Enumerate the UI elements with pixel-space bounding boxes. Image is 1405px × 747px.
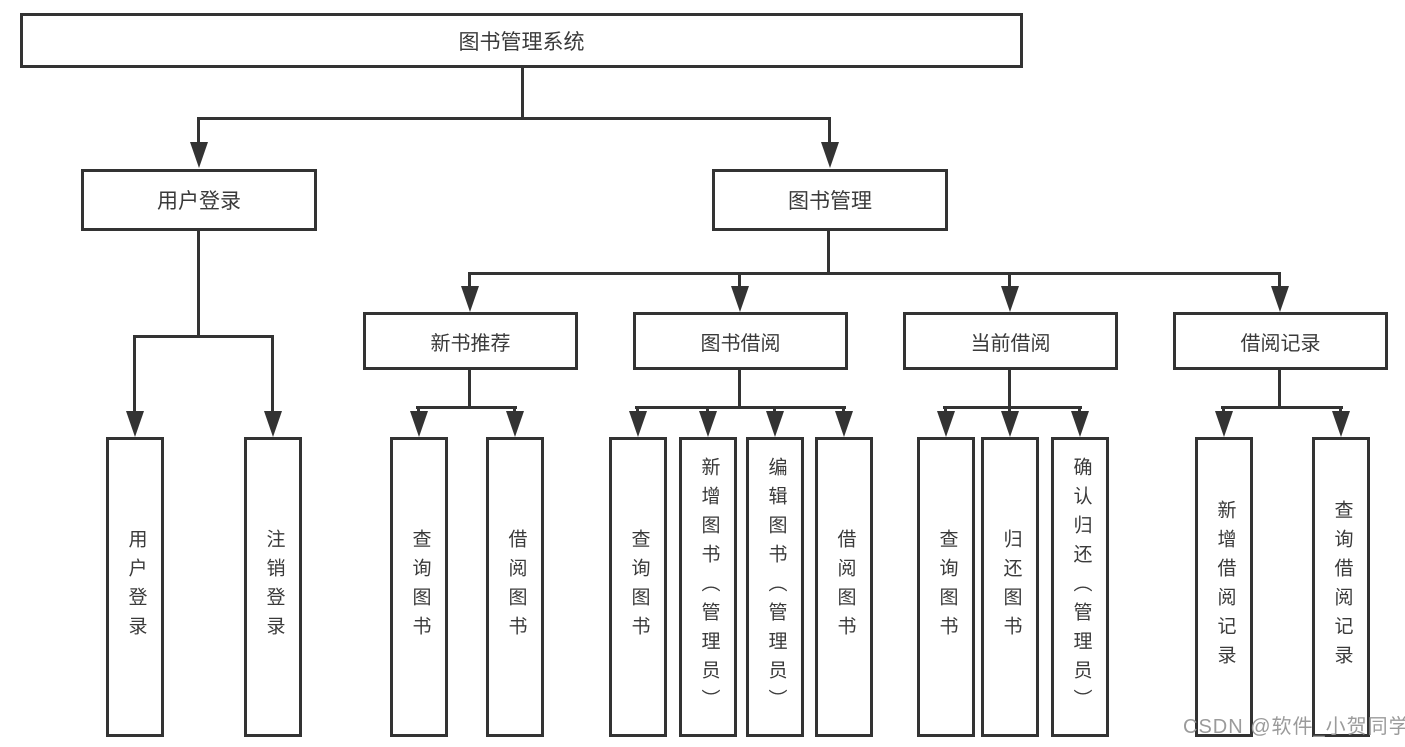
connector-line (828, 117, 831, 142)
arrowhead-icon (937, 411, 955, 437)
connector-line (416, 406, 517, 409)
node-borrowing-records: 借阅记录 (1173, 312, 1388, 370)
arrowhead-icon (1215, 411, 1233, 437)
node-label: 查询图书 (409, 529, 431, 645)
leaf-return-books: 归还图书 (981, 437, 1039, 737)
connector-line (842, 406, 845, 414)
leaf-query-books-current: 查询图书 (917, 437, 975, 737)
leaf-borrow-books-recommend: 借阅图书 (486, 437, 544, 737)
node-new-book-recommendation: 新书推荐 (363, 312, 578, 370)
node-label: 确认归还（管理员） (1070, 456, 1092, 718)
arrowhead-icon (410, 411, 428, 437)
connector-line (827, 231, 830, 272)
connector-line (468, 370, 471, 406)
connector-line (1221, 406, 1343, 409)
arrowhead-icon (1071, 411, 1089, 437)
connector-line (197, 117, 200, 142)
arrowhead-icon (506, 411, 524, 437)
leaf-query-books-borrow: 查询图书 (609, 437, 667, 737)
connector-line (133, 335, 136, 411)
node-label: 查询借阅记录 (1331, 500, 1353, 674)
node-user-login: 用户登录 (81, 169, 317, 231)
node-label: 借阅图书 (505, 529, 527, 645)
leaf-confirm-return-admin: 确认归还（管理员） (1051, 437, 1109, 737)
node-label: 用户登录 (125, 529, 147, 645)
node-label: 查询图书 (628, 529, 650, 645)
connector-line (197, 117, 831, 120)
node-label: 注销登录 (263, 529, 285, 645)
leaf-add-books-admin: 新增图书（管理员） (679, 437, 737, 737)
arrowhead-icon (1332, 411, 1350, 437)
watermark: CSDN @软件_小贺同学 (1183, 716, 1405, 738)
connector-line (635, 406, 846, 409)
node-label: 新书推荐 (430, 332, 511, 355)
node-root: 图书管理系统 (20, 13, 1023, 68)
node-label: 图书借阅 (700, 332, 781, 355)
connector-line (943, 406, 1082, 409)
connector-line (197, 231, 200, 335)
connector-line (1008, 370, 1011, 406)
arrowhead-icon (1001, 411, 1019, 437)
connector-line (636, 406, 639, 414)
arrowhead-icon (264, 411, 282, 437)
connector-line (738, 370, 741, 406)
connector-line (1339, 406, 1342, 414)
arrowhead-icon (126, 411, 144, 437)
node-label: 新增图书（管理员） (698, 456, 720, 718)
connector-line (773, 406, 776, 414)
node-label: 当前借阅 (970, 332, 1051, 355)
arrowhead-icon (1271, 286, 1289, 312)
connector-line (468, 272, 1281, 275)
leaf-query-borrow-record: 查询借阅记录 (1312, 437, 1370, 737)
node-label: 归还图书 (1000, 529, 1022, 645)
connector-line (521, 68, 524, 117)
arrowhead-icon (629, 411, 647, 437)
leaf-query-books-recommend: 查询图书 (390, 437, 448, 737)
node-label: 图书管理系统 (458, 30, 585, 54)
connector-line (706, 406, 709, 414)
arrowhead-icon (190, 142, 208, 168)
connector-line (944, 406, 947, 414)
connector-line (417, 406, 420, 414)
leaf-add-borrow-record: 新增借阅记录 (1195, 437, 1253, 737)
node-current-borrowing: 当前借阅 (903, 312, 1118, 370)
leaf-edit-books-admin: 编辑图书（管理员） (746, 437, 804, 737)
node-label: 编辑图书（管理员） (765, 456, 787, 718)
node-label: 借阅记录 (1240, 332, 1321, 355)
connector-line (468, 272, 471, 287)
arrowhead-icon (731, 286, 749, 312)
arrowhead-icon (835, 411, 853, 437)
connector-line (271, 335, 274, 411)
connector-line (1008, 406, 1011, 414)
node-label: 借阅图书 (834, 529, 856, 645)
node-label: 查询图书 (936, 529, 958, 645)
arrowhead-icon (766, 411, 784, 437)
leaf-logout: 注销登录 (244, 437, 302, 737)
connector-line (133, 335, 274, 338)
connector-line (1222, 406, 1225, 414)
connector-line (1278, 272, 1281, 287)
leaf-user-login: 用户登录 (106, 437, 164, 737)
arrowhead-icon (821, 142, 839, 168)
node-label: 图书管理 (788, 190, 872, 213)
node-label: 新增借阅记录 (1214, 500, 1236, 674)
arrowhead-icon (699, 411, 717, 437)
connector-line (738, 272, 741, 287)
arrowhead-icon (461, 286, 479, 312)
connector-line (1078, 406, 1081, 414)
node-book-management: 图书管理 (712, 169, 948, 231)
leaf-borrow-books-borrow: 借阅图书 (815, 437, 873, 737)
arrowhead-icon (1001, 286, 1019, 312)
connector-line (1278, 370, 1281, 406)
node-label: 用户登录 (157, 190, 241, 213)
connector-line (1008, 272, 1011, 287)
connector-line (513, 406, 516, 414)
node-book-borrowing: 图书借阅 (633, 312, 848, 370)
